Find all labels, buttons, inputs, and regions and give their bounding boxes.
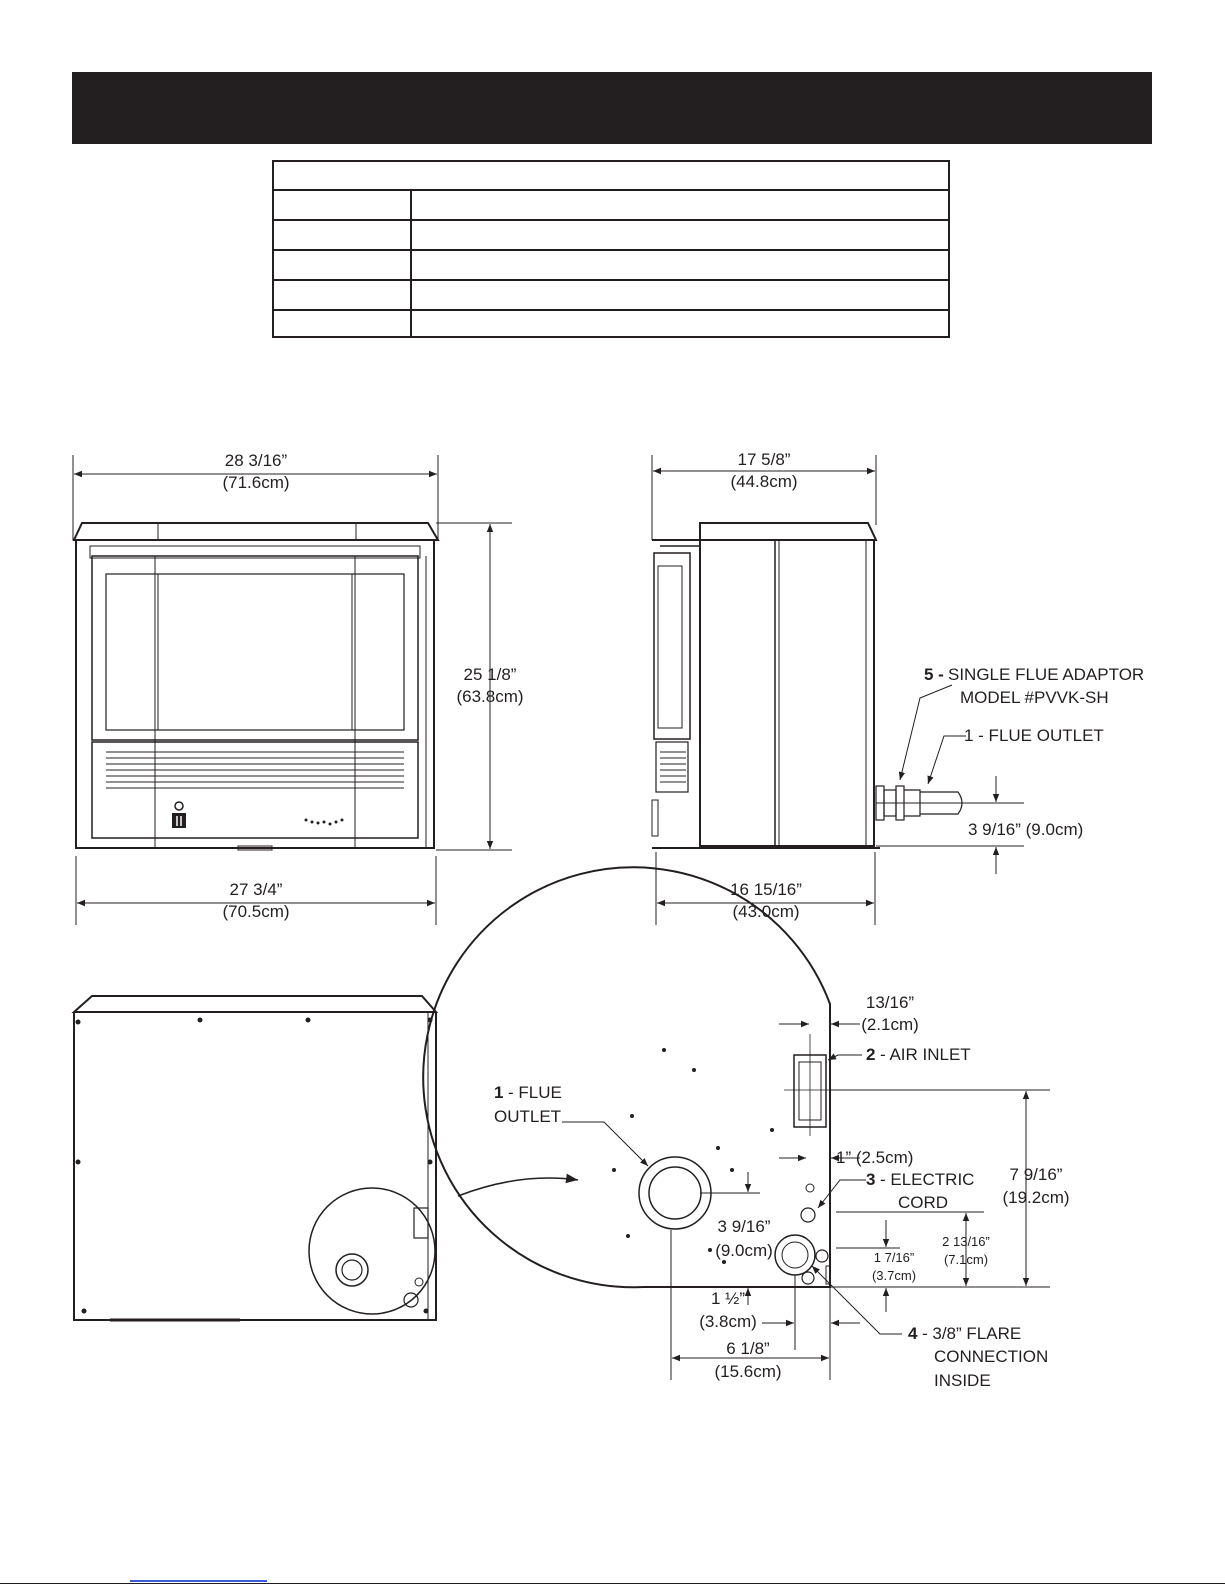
side-bottom-depth-cm-label: (43.0cm) — [732, 902, 799, 921]
side-top-depth-cm-label: (44.8cm) — [730, 472, 797, 491]
front-height-cm-label: (63.8cm) — [456, 687, 523, 706]
dim-3-9-16-label: 3 9/16” — [718, 1217, 771, 1236]
front-top-width-cm-label: (71.6cm) — [222, 473, 289, 492]
callout-1-line1: - FLUE — [508, 1083, 562, 1102]
callout-5-line1: SINGLE FLUE ADAPTOR — [948, 665, 1144, 684]
spec-row — [274, 279, 948, 309]
side-bottom-depth-label: 16 15/16” — [730, 880, 802, 899]
front-view — [72, 455, 512, 925]
header-banner — [72, 72, 1152, 144]
callout-1-number: 1 — [494, 1083, 503, 1102]
callout-4-line3: INSIDE — [934, 1371, 991, 1390]
callout-4-number: 4 — [908, 1324, 918, 1343]
callout-3-number: 3 — [866, 1170, 875, 1189]
dim-1in-label: 1” (2.5cm) — [836, 1148, 913, 1167]
dim-6-1-8-label: 6 1/8” — [726, 1339, 770, 1358]
front-control-dots-icon — [304, 818, 344, 826]
footer-rule — [0, 1583, 1225, 1584]
dim-1-7-16-cm-label: (3.7cm) — [872, 1268, 916, 1283]
dim-1-half-cm-label: (3.8cm) — [699, 1312, 757, 1331]
front-height-label: 25 1/8” — [464, 665, 517, 684]
spec-row — [274, 189, 948, 219]
dim-1-half-label: 1 ½” — [711, 1289, 745, 1308]
dim-13-16-cm-label: (2.1cm) — [861, 1015, 919, 1034]
front-louvers — [106, 751, 404, 789]
callout-2-label: - AIR INLET — [880, 1045, 971, 1064]
callout-3-line2: CORD — [898, 1193, 948, 1212]
dim-7-9-16-cm-label: (19.2cm) — [1002, 1188, 1069, 1207]
callout-4-line2: CONNECTION — [934, 1347, 1048, 1366]
dim-13-16-label: 13/16” — [866, 993, 915, 1012]
front-top-width-label: 28 3/16” — [225, 451, 288, 470]
callout-5-line2: MODEL #PVVK-SH — [960, 688, 1109, 707]
callout-4-line1: - 3/8” FLARE — [922, 1324, 1021, 1343]
side-top-depth-label: 17 5/8” — [738, 450, 791, 469]
callout-1-line2: OUTLET — [494, 1107, 561, 1126]
dim-1-7-16-label: 1 7/16” — [874, 1250, 914, 1265]
dim-6-1-8-cm-label: (15.6cm) — [714, 1362, 781, 1381]
front-logo-icon — [172, 801, 186, 828]
spec-table — [272, 160, 950, 338]
side-view — [651, 455, 1024, 925]
side-callout-1-label: 1 - FLUE OUTLET — [964, 726, 1104, 745]
callout-5-number: 5 - — [924, 665, 944, 684]
dim-3-9-16-cm-label: (9.0cm) — [715, 1241, 773, 1260]
dim-2-13-16-label: 2 13/16” — [942, 1234, 990, 1249]
rear-detail — [422, 866, 1050, 1380]
rear-view — [71, 995, 579, 1322]
callout-2-number: 2 — [866, 1045, 875, 1064]
side-flue-height-label: 3 9/16” (9.0cm) — [968, 820, 1083, 839]
spec-table-divider — [410, 190, 412, 336]
callout-3-line1: - ELECTRIC — [880, 1170, 974, 1189]
spec-row — [274, 219, 948, 249]
dim-7-9-16-label: 7 9/16” — [1010, 1165, 1063, 1184]
spec-row — [274, 309, 948, 338]
dim-2-13-16-cm-label: (7.1cm) — [944, 1252, 988, 1267]
front-bottom-width-cm-label: (70.5cm) — [222, 902, 289, 921]
spec-row — [274, 249, 948, 279]
front-bottom-width-label: 27 3/4” — [230, 880, 283, 899]
footer-link[interactable] — [130, 1580, 267, 1582]
